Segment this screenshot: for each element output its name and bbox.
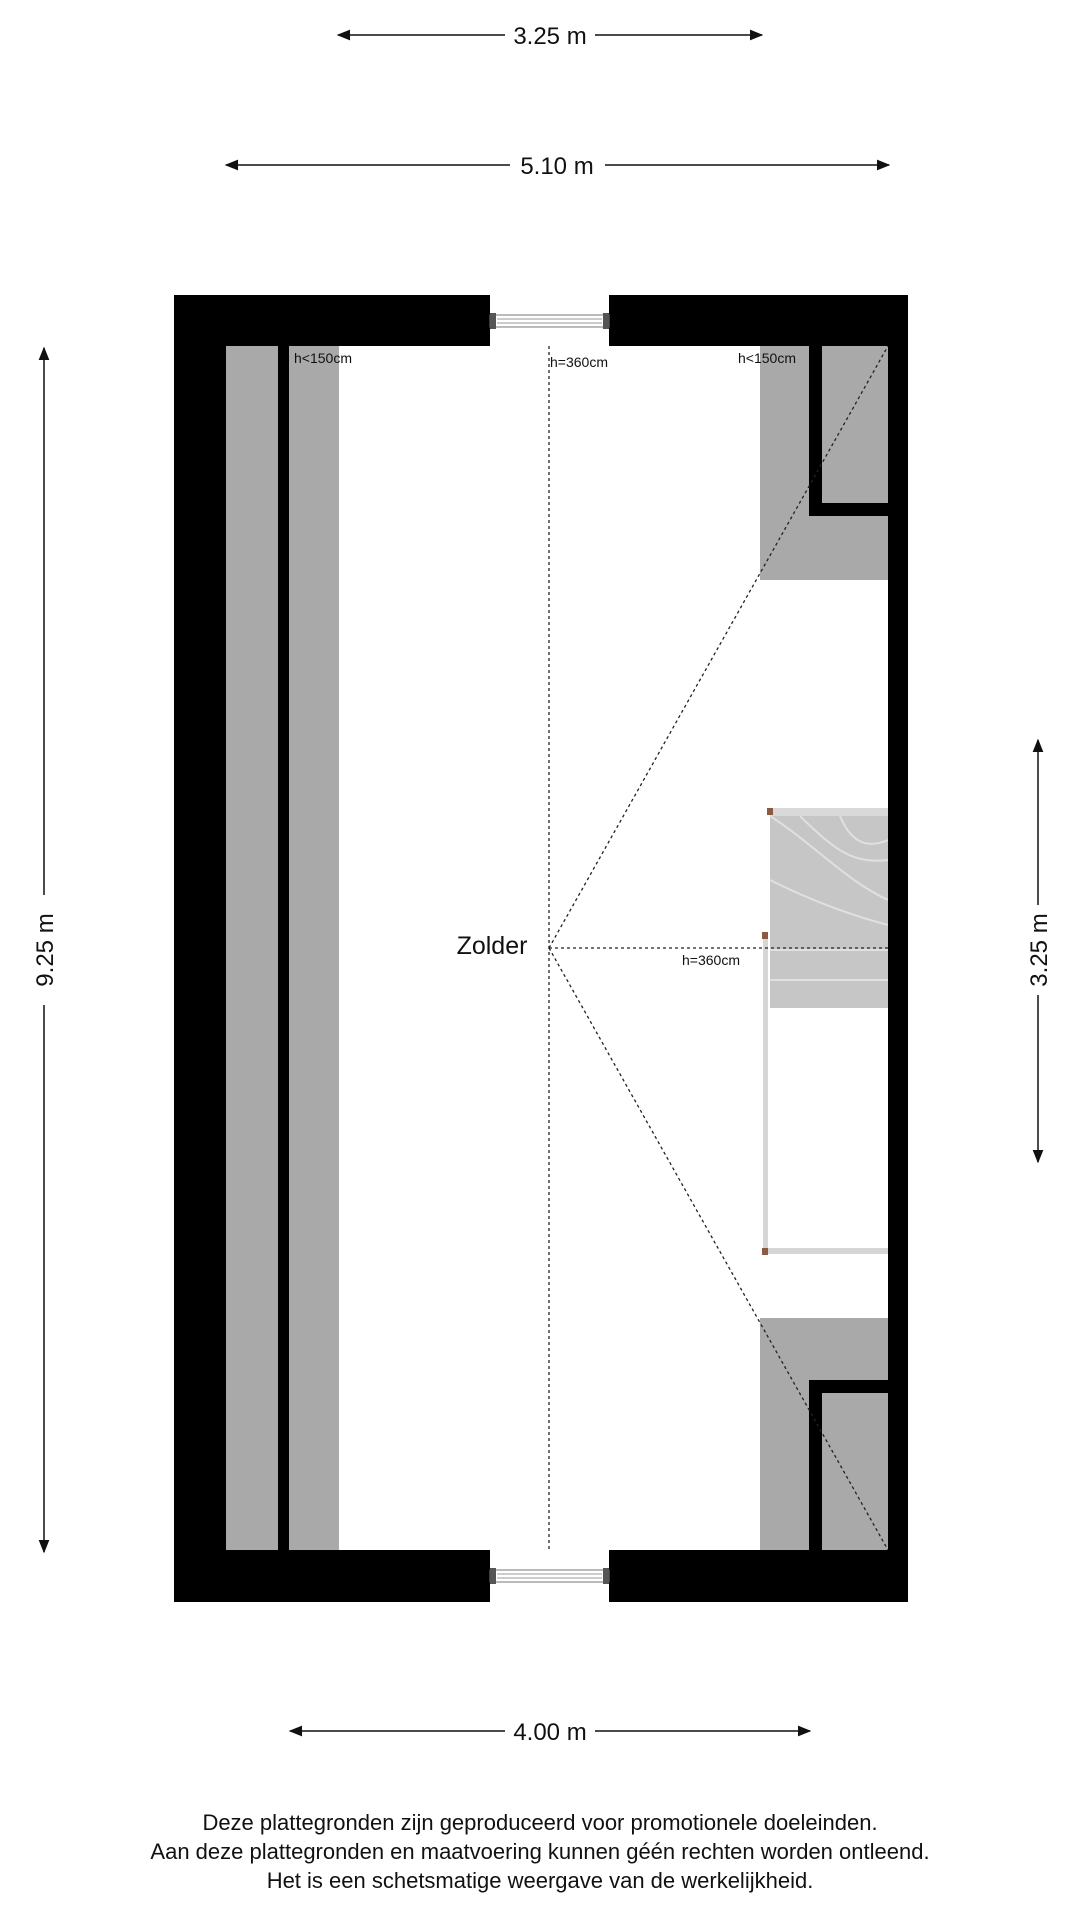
room-label-zolder: Zolder [457,932,528,960]
window-bottom [489,1568,610,1584]
staircase [762,808,889,1255]
dimension-top-inner: 3.25 m [336,23,764,50]
height-label-ridge-top: h=360cm [550,354,608,370]
low-ceiling-right-top [760,346,888,580]
stair-railing-left [763,935,768,1255]
window-top [489,313,610,329]
dimension-top-inner-label: 3.25 m [513,23,586,50]
height-label-right: h<150cm [738,350,796,366]
wall-right [888,295,908,1602]
dimension-bottom: 4.00 m [288,1719,812,1746]
wall-left [174,295,226,1602]
low-ceiling-left-inner [289,346,339,1550]
low-ceiling-zones [226,346,888,1550]
disclaimer: Deze plattegronden zijn geproduceerd voo… [0,1808,1080,1895]
wall-bottom-left [174,1550,490,1602]
dimension-top-outer: 5.10 m [224,153,891,180]
ridge-lines [548,345,889,1551]
disclaimer-line-2: Aan deze plattegronden en maatvoering ku… [150,1839,930,1864]
dimension-right-stair: 3.25 m [1026,738,1053,1164]
dimension-bottom-label: 4.00 m [513,1719,586,1746]
low-ceiling-right-bottom [760,1318,888,1550]
disclaimer-line-3: Het is een schetsmatige weergave van de … [266,1868,814,1893]
wall-top-left [174,295,490,346]
wall-top-right [609,295,908,346]
wall-bottom-right [609,1550,908,1602]
dimension-right-stair-label: 3.25 m [1026,913,1053,986]
wall-left-kneewall [278,346,289,1550]
disclaimer-line-1: Deze plattegronden zijn geproduceerd voo… [202,1810,878,1835]
dimension-top-outer-label: 5.10 m [520,153,593,180]
height-label-left: h<150cm [294,350,352,366]
dimension-left-height-label: 9.25 m [32,913,59,986]
walls [174,295,908,1602]
dimension-left-height: 9.25 m [32,346,59,1554]
height-label-ridge-mid: h=360cm [682,952,740,968]
stair-railing-bottom [763,1248,888,1254]
low-ceiling-left-outer [226,346,278,1550]
